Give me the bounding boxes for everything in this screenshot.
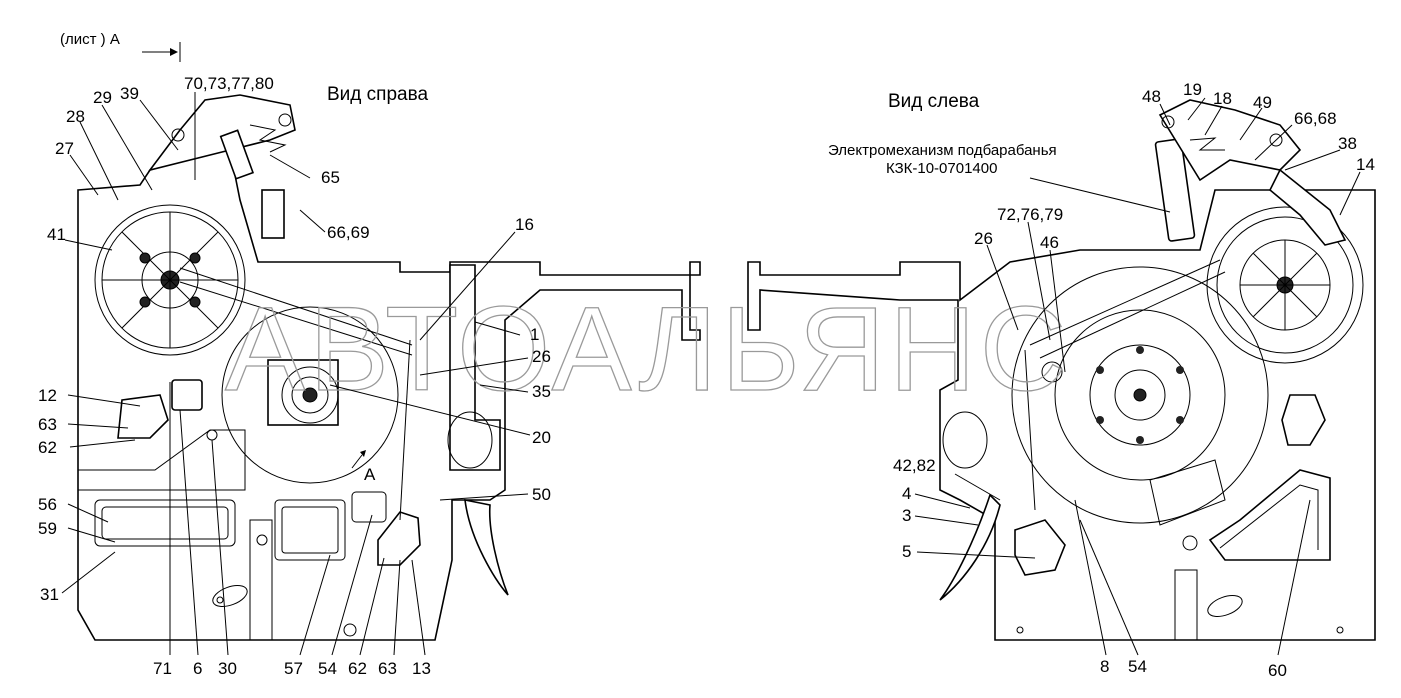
callout-57: 57 — [284, 659, 303, 678]
callouts-right-view: 70,73,77,80 39 29 28 27 41 65 66,69 16 1… — [38, 74, 551, 678]
callout-26-left: 26 — [974, 229, 993, 248]
right-side-view — [77, 94, 701, 641]
callout-29: 29 — [93, 88, 112, 107]
callout-8: 8 — [1100, 657, 1109, 676]
callout-30: 30 — [218, 659, 237, 678]
callout-41: 41 — [47, 225, 66, 244]
callout-60: 60 — [1268, 661, 1287, 680]
callout-49: 49 — [1253, 93, 1272, 112]
callout-39: 39 — [120, 84, 139, 103]
callout-48: 48 — [1142, 87, 1161, 106]
callout-63-left: 63 — [38, 415, 57, 434]
section-arrow-a-top — [142, 42, 181, 62]
left-side-view — [747, 99, 1376, 641]
callout-1: 1 — [530, 325, 539, 344]
callout-12: 12 — [38, 386, 57, 405]
callout-72-76-79: 72,76,79 — [997, 205, 1063, 224]
callout-62-left: 62 — [38, 438, 57, 457]
callout-28: 28 — [66, 107, 85, 126]
callout-66-68: 66,68 — [1294, 109, 1337, 128]
callout-20: 20 — [532, 428, 551, 447]
callout-54-left: 54 — [1128, 657, 1147, 676]
sheet-reference: (лист ) А — [60, 31, 120, 48]
view-right-title: Вид справа — [327, 84, 428, 105]
callout-59: 59 — [38, 519, 57, 538]
callout-6: 6 — [193, 659, 202, 678]
callout-66-69: 66,69 — [327, 223, 370, 242]
callout-5: 5 — [902, 542, 911, 561]
callout-50: 50 — [532, 485, 551, 504]
electromechanism-note-line1: Электромеханизм подбарабанья — [828, 142, 1057, 159]
watermark-text: АВТОАЛЬЯНС — [225, 282, 1070, 416]
callout-54-right: 54 — [318, 659, 337, 678]
callout-31: 31 — [40, 585, 59, 604]
callout-62-bottom: 62 — [348, 659, 367, 678]
callout-26-right: 26 — [532, 347, 551, 366]
callout-4: 4 — [902, 484, 911, 503]
callout-70-73-77-80: 70,73,77,80 — [184, 74, 274, 93]
callouts-left-view: 48 19 18 49 66,68 38 14 72,76,79 26 46 4… — [893, 80, 1375, 680]
callout-71: 71 — [153, 659, 172, 678]
callout-3: 3 — [902, 506, 911, 525]
callout-56: 56 — [38, 495, 57, 514]
callout-14: 14 — [1356, 155, 1375, 174]
callout-27: 27 — [55, 139, 74, 158]
callout-13: 13 — [412, 659, 431, 678]
callout-46: 46 — [1040, 233, 1059, 252]
electromechanism-note-line2: КЗК-10-0701400 — [886, 160, 997, 177]
callout-19: 19 — [1183, 80, 1202, 99]
section-arrow-a-drum: А — [351, 450, 376, 484]
callout-42-82: 42,82 — [893, 456, 936, 475]
callout-16: 16 — [515, 215, 534, 234]
view-left-title: Вид слева — [888, 91, 980, 112]
callout-18: 18 — [1213, 89, 1232, 108]
callout-38: 38 — [1338, 134, 1357, 153]
section-mark-a: А — [364, 465, 376, 484]
callout-63-bottom: 63 — [378, 659, 397, 678]
callout-35: 35 — [532, 382, 551, 401]
callout-65: 65 — [321, 168, 340, 187]
